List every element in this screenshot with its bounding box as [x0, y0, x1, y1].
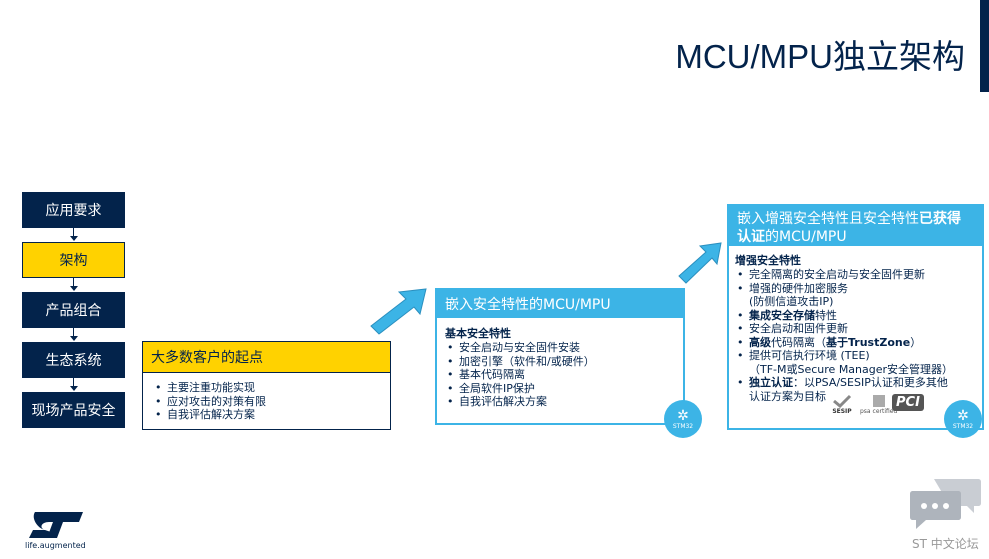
- list-item-continuation: （TF-M或Secure Manager安全管理器）: [749, 362, 954, 376]
- flow-connector: [73, 228, 74, 237]
- list-item: 全局软件IP保护: [445, 382, 683, 396]
- step-architecture: 架构: [22, 242, 125, 278]
- step-ecosystem: 生态系统: [22, 342, 125, 378]
- starting-point-box: 大多数客户的起点 主要注重功能实现 应对攻击的对策有限 自我评估解决方案: [142, 341, 391, 430]
- flow-arrow-head: [70, 286, 78, 291]
- stm32-badge-icon: ✲STM32: [664, 400, 702, 438]
- list-item: 加密引擎（软件和/或硬件）: [445, 355, 683, 369]
- certified-security-box: 嵌入增强安全特性且安全特性已获得认证的MCU/MPU 增强安全特性 完全隔离的安…: [727, 204, 984, 430]
- list-item: 提供可信执行环境 (TEE): [735, 349, 982, 363]
- forum-label: ST 中文论坛: [912, 537, 979, 551]
- step-product-portfolio: 产品组合: [22, 292, 125, 328]
- enhanced-security-subtitle: 增强安全特性: [735, 254, 801, 267]
- list-item: 安全启动和固件更新: [735, 322, 982, 336]
- flow-arrow-head: [70, 236, 78, 241]
- list-item: 独立认证：以PSA/SESIP认证和更多其他: [735, 376, 982, 390]
- list-item: 基本代码隔离: [445, 368, 683, 382]
- certified-security-header: 嵌入增强安全特性且安全特性已获得认证的MCU/MPU: [729, 206, 982, 246]
- flow-connector: [73, 278, 74, 287]
- step-field-product-security: 现场产品安全: [22, 392, 125, 428]
- flow-connector: [73, 378, 74, 387]
- list-item: 增强的硬件加密服务: [735, 282, 982, 296]
- list-item: 应对攻击的对策有限: [153, 395, 390, 409]
- enhanced-security-list: 完全隔离的安全启动与安全固件更新 增强的硬件加密服务 (防侧信道攻击IP) 集成…: [735, 268, 982, 403]
- starting-point-list: 主要注重功能实现 应对攻击的对策有限 自我评估解决方案: [143, 373, 390, 422]
- list-item-continuation: 认证方案为目标: [749, 389, 826, 403]
- pci-logo-icon: PCI: [892, 394, 924, 411]
- flow-connector: [73, 328, 74, 337]
- list-item: 集成安全存储特性: [735, 309, 982, 323]
- brand-tagline: life.augmented: [25, 541, 86, 550]
- list-item: 安全启动与安全固件安装: [445, 341, 683, 355]
- stm32-badge-icon: ✲STM32: [944, 400, 982, 438]
- st-logo-icon: [29, 512, 83, 538]
- step-application-requirements: 应用要求: [22, 192, 125, 228]
- slide-title: MCU/MPU独立架构: [675, 38, 965, 75]
- corner-accent-bar: [980, 0, 989, 92]
- basic-security-subtitle: 基本安全特性: [445, 327, 511, 340]
- embedded-security-box: 嵌入安全特性的MCU/MPU 基本安全特性 安全启动与安全固件安装 加密引擎（软…: [435, 288, 685, 425]
- list-item: 自我评估解决方案: [153, 408, 390, 422]
- chat-forum-icon: [910, 479, 981, 529]
- progress-arrow-icon: [370, 288, 427, 335]
- progress-arrow-icon: [678, 242, 722, 284]
- psa-certified-logo-icon: psa certified: [860, 394, 897, 415]
- flow-arrow-head: [70, 336, 78, 341]
- list-item: 完全隔离的安全启动与安全固件更新: [735, 268, 982, 282]
- list-item-continuation: (防侧信道攻击IP): [749, 295, 834, 308]
- sesip-logo-icon: SESIP: [832, 394, 852, 415]
- flow-arrow-head: [70, 386, 78, 391]
- list-item: 高级代码隔离（基于TrustZone）: [735, 336, 982, 350]
- list-item: 主要注重功能实现: [153, 381, 390, 395]
- list-item: 自我评估解决方案: [445, 395, 683, 409]
- basic-security-list: 安全启动与安全固件安装 加密引擎（软件和/或硬件） 基本代码隔离 全局软件IP保…: [445, 341, 683, 409]
- starting-point-header: 大多数客户的起点: [143, 342, 390, 373]
- embedded-security-header: 嵌入安全特性的MCU/MPU: [437, 290, 683, 318]
